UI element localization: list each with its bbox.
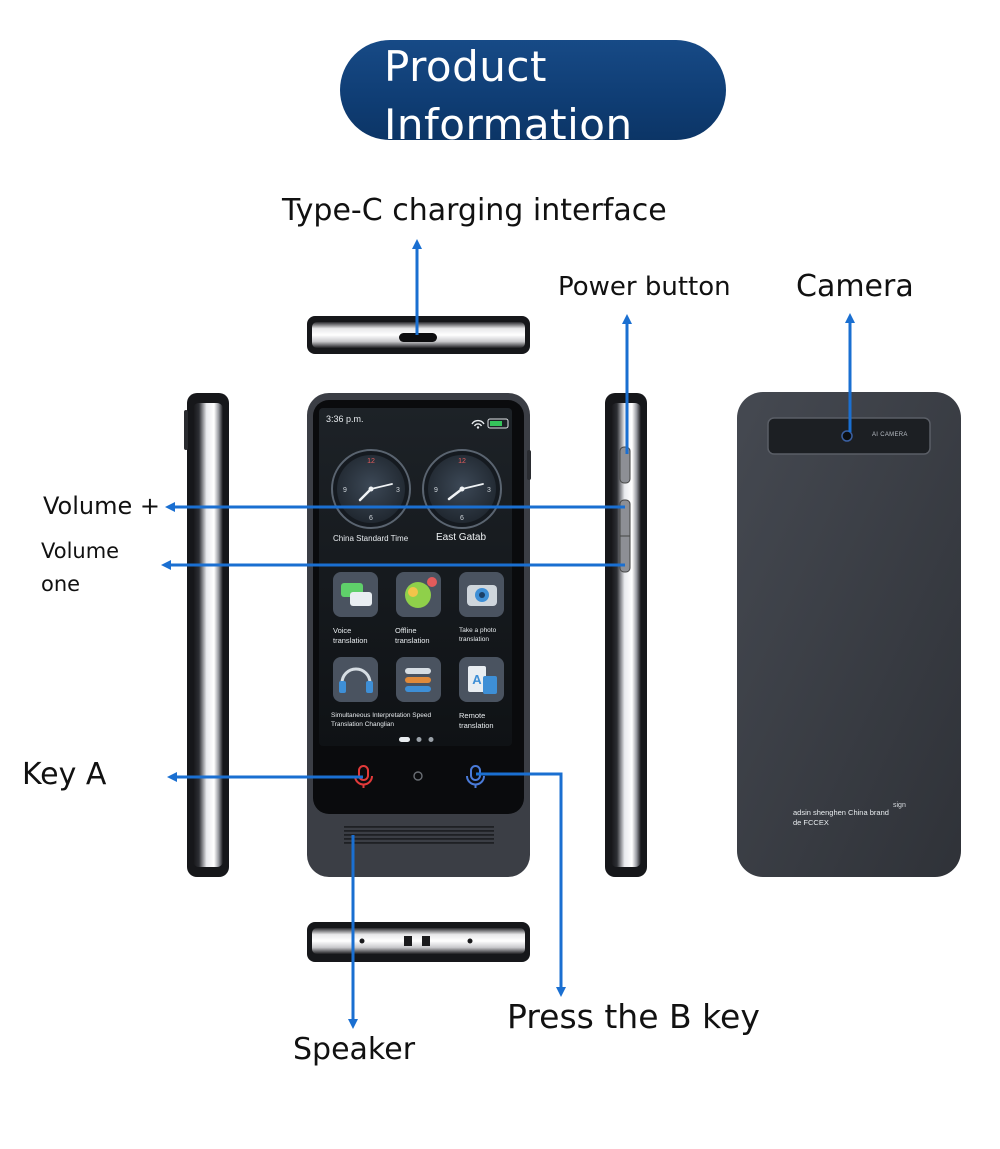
camera-lens-icon	[841, 430, 853, 442]
clock-left-label: China Standard Time	[333, 534, 409, 543]
svg-text:3: 3	[396, 487, 400, 494]
clock-right-label: East Gatab	[436, 532, 487, 543]
svg-text:9: 9	[434, 487, 438, 494]
back-brand-line-2: de FCCEX	[793, 818, 829, 827]
app-label-line: Voice	[333, 626, 352, 635]
app-label-offline[interactable]: Offline translation	[395, 626, 430, 646]
label-press-b-key: Press the B key	[507, 997, 760, 1036]
app-label-line: Simultaneous Interpretation Speed	[331, 712, 432, 719]
svg-text:12: 12	[367, 458, 375, 465]
app-label-line: Remote	[459, 711, 486, 720]
callout-arrows	[161, 239, 855, 1029]
ai-camera-label: AI CAMERA	[872, 432, 908, 438]
label-speaker: Speaker	[293, 1032, 416, 1067]
app-label-simultaneous[interactable]: Simultaneous Interpretation Speed Transl…	[331, 711, 431, 729]
app-offline-translation-icon	[396, 572, 441, 617]
app-speed-translation-icon	[396, 657, 441, 702]
svg-text:12: 12	[458, 458, 466, 465]
key-a-mic-icon	[354, 765, 373, 788]
app-label-line: Translation Changlian	[331, 721, 394, 728]
type-c-port	[399, 333, 437, 342]
home-icon	[413, 771, 423, 781]
label-key-a: Key A	[22, 757, 107, 792]
title-line-1: Product	[384, 42, 547, 91]
title-text: Product Information	[384, 38, 633, 154]
bottom-view	[307, 922, 530, 962]
back-brand-text: adsin shenghen China brand de FCCEX	[793, 808, 889, 828]
app-photo-translation-icon	[459, 572, 504, 617]
app-label-line: translation	[459, 636, 489, 643]
title-banner	[340, 40, 726, 140]
speaker-grille	[344, 826, 494, 844]
right-side-view	[605, 393, 647, 877]
status-time: 3:36 p.m.	[326, 414, 364, 424]
app-label-voice[interactable]: Voice translation	[333, 626, 368, 646]
back-brand-line-1: adsin shenghen China brand	[793, 808, 889, 817]
back-sign-text: sign	[893, 802, 906, 809]
label-volume-plus: Volume +	[43, 492, 160, 520]
clock-left: 12 3 6 9	[331, 449, 411, 529]
arrow-key-b	[476, 772, 566, 997]
title-line-2: Information	[384, 100, 633, 149]
app-label-line: Offline	[395, 626, 417, 635]
svg-text:6: 6	[369, 515, 373, 522]
app-label-line: translation	[459, 721, 494, 730]
left-side-view	[184, 393, 229, 877]
front-view: 12 3 6 9 12 3 6 9	[307, 393, 531, 877]
label-volume-minus-line-1: Volume	[41, 539, 120, 563]
app-label-remote[interactable]: Remote translation	[459, 711, 494, 731]
app-label-line: Take a photo	[459, 627, 497, 634]
power-button	[619, 446, 631, 484]
label-volume-minus-line-2: one	[41, 572, 81, 596]
app-simultaneous-interpretation-icon	[333, 657, 378, 702]
label-type-c-charging-interface: Type-C charging interface	[282, 193, 667, 228]
app-label-line: translation	[395, 636, 430, 645]
label-power-button: Power button	[558, 272, 731, 302]
svg-text:A: A	[472, 672, 482, 687]
app-remote-translation-icon: A	[459, 657, 504, 702]
app-label-line: translation	[333, 636, 368, 645]
label-volume-minus: Volume one	[41, 535, 119, 601]
app-voice-translation-icon	[333, 572, 378, 617]
svg-text:9: 9	[343, 487, 347, 494]
svg-text:6: 6	[460, 515, 464, 522]
clock-right: 12 3 6 9	[422, 449, 502, 529]
label-camera: Camera	[796, 269, 914, 304]
app-label-photo[interactable]: Take a photo translation	[459, 626, 496, 644]
back-view	[737, 392, 961, 877]
svg-text:3: 3	[487, 487, 491, 494]
